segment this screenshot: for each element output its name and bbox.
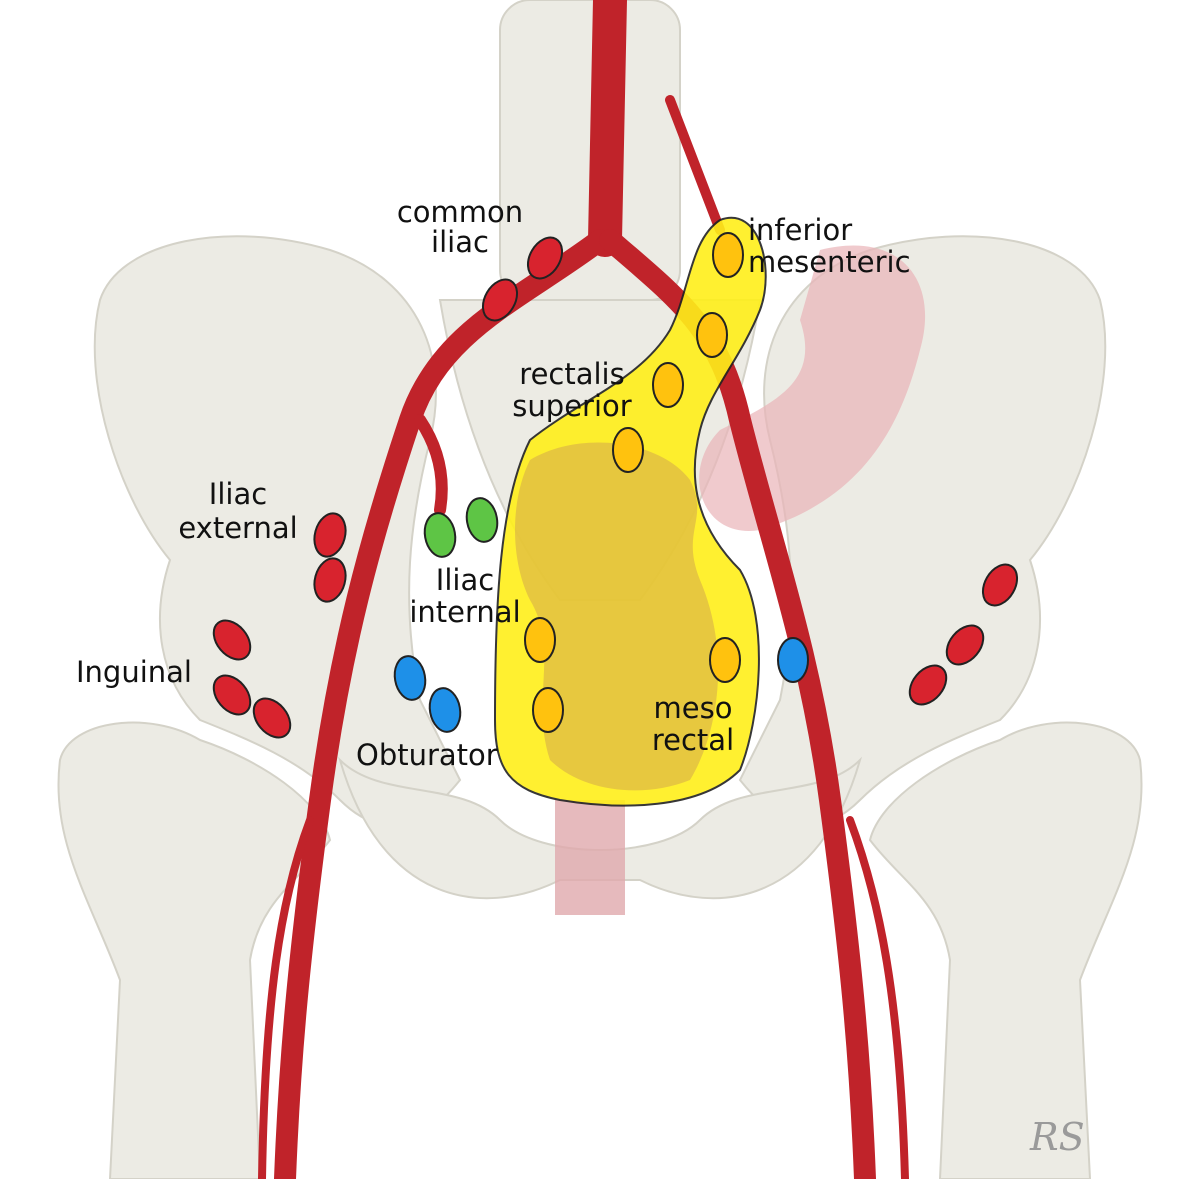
left-iliac-artery bbox=[274, 229, 611, 1179]
lymph-node-mesorectal bbox=[712, 232, 744, 278]
artist-signature: RS bbox=[1029, 1115, 1085, 1159]
rectum bbox=[515, 442, 719, 791]
lymph-node-mesorectal bbox=[524, 617, 556, 663]
lymph-node-inguinal bbox=[212, 674, 252, 716]
label-inguinal: Inguinal bbox=[76, 655, 192, 689]
lymph-node-mesorectal bbox=[696, 312, 728, 358]
lymph-node-obturator bbox=[393, 655, 427, 701]
lymph-node-iliac-internal bbox=[465, 497, 499, 543]
lymph-node-iliac-external bbox=[313, 557, 347, 603]
lymph-node-common-iliac bbox=[526, 236, 564, 280]
lymph-node-inguinal bbox=[908, 664, 948, 706]
left-femoral-branch bbox=[258, 816, 314, 1179]
lymph-node-obturator bbox=[777, 637, 809, 683]
lymph-node-inguinal bbox=[252, 697, 292, 739]
lymph-node-inguinal bbox=[212, 619, 252, 661]
lymph-node-iliac-external bbox=[313, 512, 347, 558]
inferior-mesenteric-artery bbox=[665, 95, 725, 235]
lymph-node-mesorectal bbox=[709, 637, 741, 683]
lymph-nodes bbox=[212, 232, 1019, 739]
lymph-node-mesorectal bbox=[612, 427, 644, 473]
rectum-lower bbox=[555, 800, 625, 915]
lymph-node-obturator bbox=[428, 687, 462, 733]
left-internal-iliac bbox=[414, 414, 448, 516]
lymph-node-iliac-internal bbox=[423, 512, 457, 558]
right-femoral-branch bbox=[846, 816, 909, 1179]
aorta bbox=[588, 0, 627, 257]
lymph-node-inguinal bbox=[945, 624, 985, 666]
right-femur bbox=[868, 721, 1143, 1179]
lymph-node-inguinal bbox=[981, 563, 1019, 607]
lymph-node-common-iliac bbox=[481, 278, 519, 322]
lymph-node-mesorectal bbox=[652, 362, 684, 408]
lymph-node-mesorectal bbox=[532, 687, 564, 733]
label-obturator: Obturator bbox=[356, 738, 498, 772]
